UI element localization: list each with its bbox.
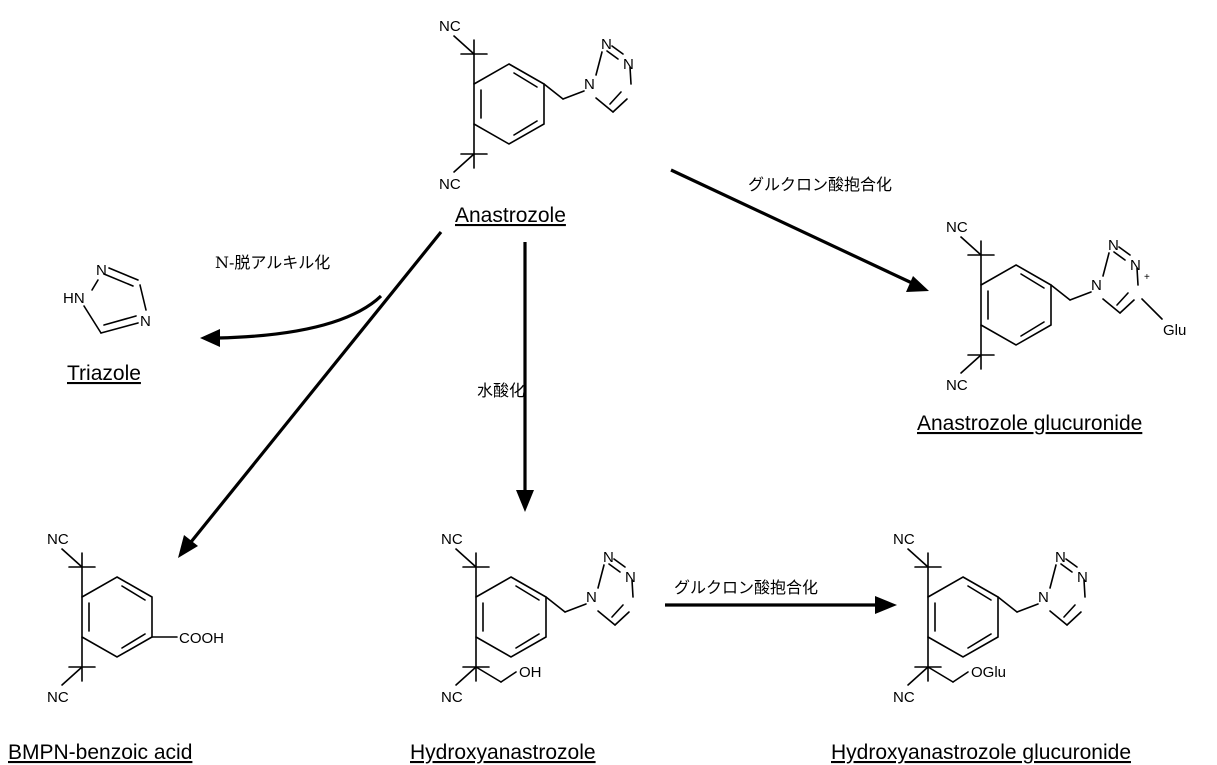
svg-text:N: N <box>1130 257 1141 274</box>
svg-text:NC: NC <box>439 18 461 35</box>
bmpn-benzoic-acid-structure: NC NC COOH BMPN-benzoic acid <box>8 531 224 764</box>
hydroxyanastrozole-structure: NC NC OH N N N Hydroxyanastrozole <box>410 531 636 764</box>
arrow-hydroxylation <box>516 242 534 512</box>
svg-text:NC: NC <box>47 531 69 548</box>
hydroxyanastrozole-glucuronide-structure: NC NC OGlu N N N Hydroxyanastrozole gluc… <box>831 531 1131 764</box>
svg-text:N: N <box>1108 237 1119 254</box>
svg-text:NC: NC <box>946 377 968 394</box>
reaction-label-hydroxylation: 水酸化 <box>477 381 525 400</box>
svg-text:NC: NC <box>441 689 463 706</box>
svg-text:NC: NC <box>439 176 461 193</box>
compound-label-bmpn-benzoic-acid: BMPN-benzoic acid <box>8 741 192 764</box>
svg-text:N: N <box>603 549 614 566</box>
compound-label-hydroxyanastrozole: Hydroxyanastrozole <box>410 741 596 764</box>
reaction-label-glucuronidation-1: グルクロン酸抱合化 <box>748 175 892 194</box>
svg-text:N: N <box>140 313 151 330</box>
svg-text:N: N <box>601 36 612 53</box>
arrow-n-dealkylation <box>200 294 383 347</box>
svg-text:N: N <box>623 56 634 73</box>
arrow-glucuronidation-anastrozole <box>670 168 929 292</box>
arrow-glucuronidation-hydroxyanastrozole <box>665 596 897 614</box>
svg-text:OH: OH <box>519 664 542 681</box>
reaction-label-glucuronidation-2: グルクロン酸抱合化 <box>674 578 818 597</box>
svg-text:COOH: COOH <box>179 630 224 647</box>
svg-text:NC: NC <box>893 531 915 548</box>
svg-text:N: N <box>584 76 595 93</box>
svg-text:NC: NC <box>441 531 463 548</box>
arrow-to-bmpn-benzoic-acid <box>178 230 443 558</box>
svg-text:N: N <box>1077 569 1088 586</box>
svg-text:OGlu: OGlu <box>971 664 1006 681</box>
compound-label-anastrozole: Anastrozole <box>455 204 566 227</box>
svg-text:N: N <box>625 569 636 586</box>
svg-text:N: N <box>96 262 107 279</box>
svg-text:N: N <box>1038 589 1049 606</box>
reaction-label-n-dealkylation: N-脱アルキル化 <box>215 253 330 272</box>
svg-text:+: + <box>1144 272 1150 283</box>
anastrozole-structure: NC NC N N N Anastrozole <box>439 18 634 227</box>
compound-label-anastrozole-glucuronide: Anastrozole glucuronide <box>917 412 1142 435</box>
svg-text:HN: HN <box>63 290 85 307</box>
svg-text:NC: NC <box>893 689 915 706</box>
svg-text:NC: NC <box>47 689 69 706</box>
compound-label-triazole: Triazole <box>67 362 141 385</box>
svg-text:N: N <box>586 589 597 606</box>
compound-label-hydroxyanastrozole-glucuronide: Hydroxyanastrozole glucuronide <box>831 741 1131 764</box>
svg-text:Glu: Glu <box>1163 322 1186 339</box>
triazole-structure: HN N N Triazole <box>63 262 151 385</box>
svg-text:NC: NC <box>946 219 968 236</box>
svg-text:N: N <box>1055 549 1066 566</box>
svg-text:N: N <box>1091 277 1102 294</box>
anastrozole-glucuronide-structure: NC NC N N N + Glu Anastrozole glucuronid… <box>917 219 1186 435</box>
